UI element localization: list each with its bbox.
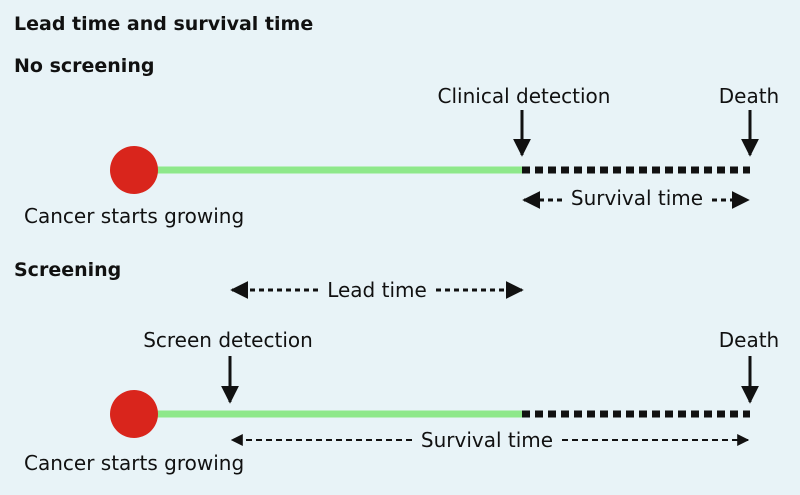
lead-time-label: Lead time	[327, 278, 427, 302]
cancer-start-label: Cancer starts growing	[24, 451, 245, 475]
clinical-detection-label: Clinical detection	[437, 84, 611, 108]
screen-detection-label: Screen detection	[143, 328, 313, 352]
death-label: Death	[718, 328, 780, 352]
survival-time-label: Survival time	[420, 428, 554, 452]
death-label: Death	[718, 84, 780, 108]
survival-time-label: Survival time	[570, 186, 704, 210]
diagram-title: Lead time and survival time	[14, 13, 314, 35]
tumor-circle	[110, 146, 158, 194]
screening-heading: Screening	[14, 259, 122, 281]
tumor-circle	[110, 390, 158, 438]
cancer-start-label: Cancer starts growing	[24, 204, 245, 228]
no-screening-heading: No screening	[14, 55, 155, 77]
no-screening-timeline	[110, 110, 759, 209]
screening-timeline	[110, 281, 759, 446]
